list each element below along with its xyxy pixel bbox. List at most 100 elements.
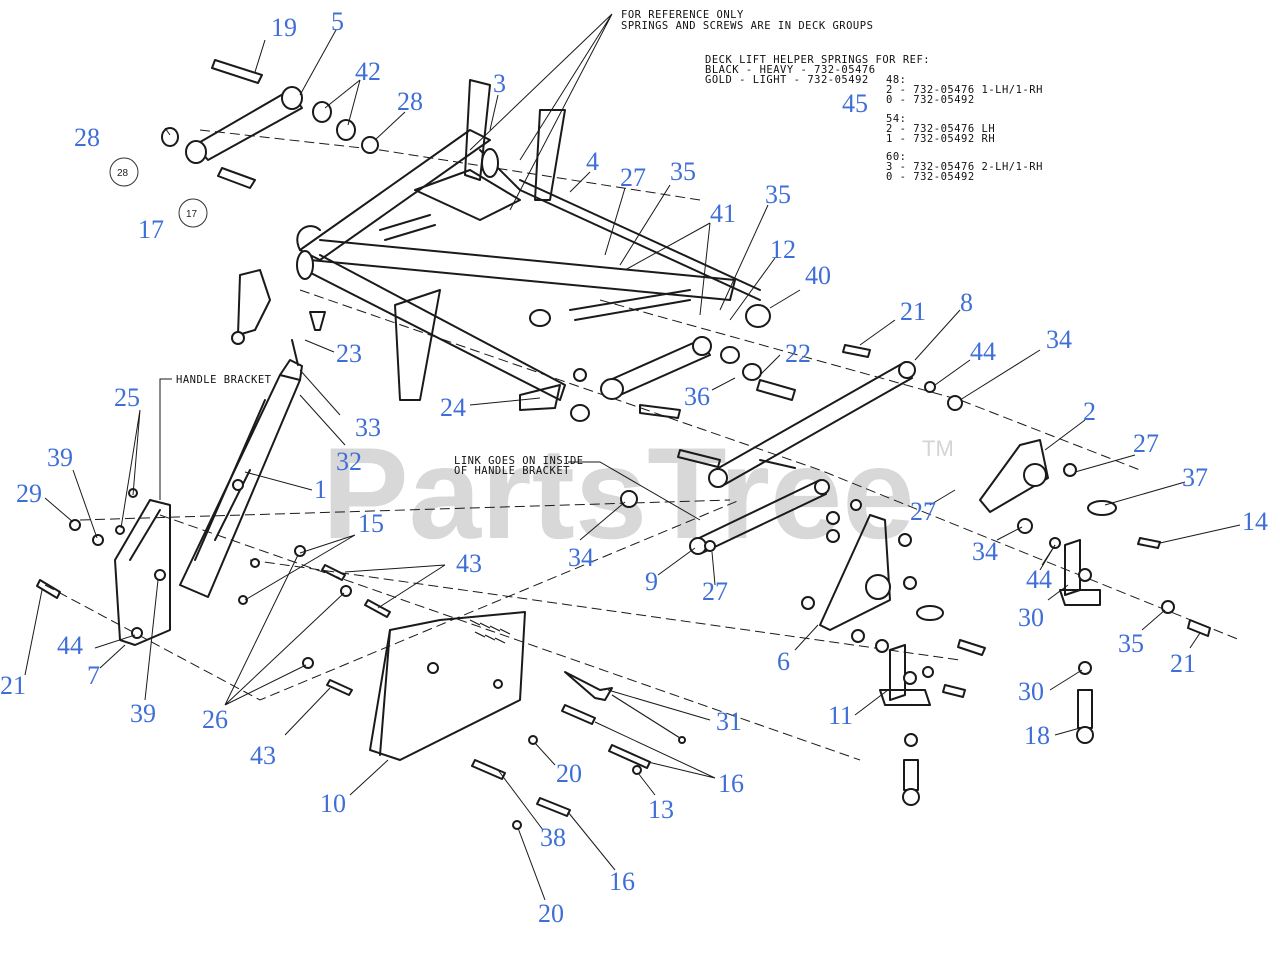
circled-ref-28: 28 <box>109 157 139 187</box>
callout-43a: 43 <box>456 549 482 578</box>
lift-shaft-assembly <box>231 79 761 411</box>
svg-text:OF HANDLE BRACKET: OF HANDLE BRACKET <box>454 465 570 477</box>
callout-4: 4 <box>586 147 599 176</box>
callout-1: 1 <box>314 475 327 504</box>
callout-34a: 34 <box>1046 325 1072 354</box>
link-arm-5 <box>161 59 379 189</box>
spring-table-7: 3 - 732-05476 2-LH/1-RH <box>886 161 1043 173</box>
circled-ref-17: 17 <box>178 198 208 228</box>
bracket-2 <box>979 439 1161 549</box>
handle-assembly <box>179 311 326 598</box>
note-line-2: SPRINGS AND SCREWS ARE IN DECK GROUPS <box>621 20 873 32</box>
callout-21b: 21 <box>1170 649 1196 678</box>
callout-13: 13 <box>648 795 674 824</box>
callout-6: 6 <box>777 647 790 676</box>
callout-32: 32 <box>336 447 362 476</box>
callout-39a: 39 <box>47 443 73 472</box>
helper-springs-gold: GOLD - LIGHT - 732-05492 <box>705 74 869 86</box>
callout-22: 22 <box>785 339 811 368</box>
callout-34b: 34 <box>972 537 998 566</box>
callout-35b: 35 <box>765 180 791 209</box>
callout-10: 10 <box>320 789 346 818</box>
callout-38: 38 <box>540 823 566 852</box>
spring-table-6: 60: <box>886 151 906 163</box>
callout-30b: 30 <box>1018 677 1044 706</box>
callout-3: 3 <box>493 69 506 98</box>
callout-36: 36 <box>684 382 710 411</box>
callout-45: 45 <box>842 89 868 118</box>
helper-springs-black: BLACK - HEAVY - 732-05476 <box>705 64 876 76</box>
svg-text:28: 28 <box>117 168 129 179</box>
lower-link <box>570 304 796 422</box>
spring-table-2: 0 - 732-05492 <box>886 94 975 106</box>
callout-16b: 16 <box>609 867 635 896</box>
svg-text:LINK GOES ON INSIDE: LINK GOES ON INSIDE <box>454 455 584 467</box>
callout-9: 9 <box>645 567 658 596</box>
callout-21c: 21 <box>0 671 26 700</box>
callout-20b: 20 <box>538 899 564 928</box>
callout-40: 40 <box>805 261 831 290</box>
handle-bracket-7 <box>36 488 171 646</box>
callout-18: 18 <box>1024 721 1050 750</box>
callout-28b: 28 <box>74 123 100 152</box>
callout-20a: 20 <box>556 759 582 788</box>
link-note: LINK GOES ON INSIDE OF HANDLE BRACKET <box>454 455 701 521</box>
callout-28a: 28 <box>397 87 423 116</box>
callout-labels: 19 5 42 3 28 28 4 27 35 17 41 35 12 40 4… <box>0 7 1268 928</box>
watermark: PartsTree <box>322 420 915 566</box>
callout-44c: 44 <box>57 631 83 660</box>
callout-31: 31 <box>716 707 742 736</box>
svg-text:17: 17 <box>186 209 198 220</box>
callout-24: 24 <box>440 393 466 422</box>
spring-table-0: 48: <box>886 74 906 86</box>
callout-12: 12 <box>770 235 796 264</box>
callout-7: 7 <box>87 661 100 690</box>
callout-5: 5 <box>331 7 344 36</box>
callout-27b: 27 <box>1133 429 1159 458</box>
callout-37: 37 <box>1182 463 1208 492</box>
callout-11: 11 <box>828 701 853 730</box>
handle-bracket-note: HANDLE BRACKET <box>159 374 272 500</box>
reference-note: FOR REFERENCE ONLY SPRINGS AND SCREWS AR… <box>469 9 873 211</box>
spring-table-3: 54: <box>886 113 906 125</box>
helper-springs-title: DECK LIFT HELPER SPRINGS FOR REF: <box>705 54 930 66</box>
callout-16a: 16 <box>718 769 744 798</box>
callout-26: 26 <box>202 705 228 734</box>
callout-23: 23 <box>336 339 362 368</box>
callout-8: 8 <box>960 288 973 317</box>
svg-text:HANDLE BRACKET: HANDLE BRACKET <box>176 374 272 386</box>
helper-springs-note: DECK LIFT HELPER SPRINGS FOR REF: BLACK … <box>705 54 1043 183</box>
spring-table-1: 2 - 732-05476 1-LH/1-RH <box>886 84 1043 96</box>
callout-27d: 27 <box>702 577 728 606</box>
callout-44a: 44 <box>970 337 996 366</box>
long-link-8 <box>677 344 963 488</box>
link-9 <box>620 479 830 555</box>
callout-44b: 44 <box>1026 565 1052 594</box>
callout-30a: 30 <box>1018 603 1044 632</box>
callout-29: 29 <box>16 479 42 508</box>
callout-19: 19 <box>271 13 297 42</box>
trademark: TM <box>922 436 954 461</box>
spring-table-5: 1 - 732-05492 RH <box>886 133 995 145</box>
callout-21a: 21 <box>900 297 926 326</box>
callout-27c: 27 <box>910 497 936 526</box>
cable-and-pins <box>471 671 686 830</box>
callout-33: 33 <box>355 413 381 442</box>
spring-table-8: 0 - 732-05492 <box>886 171 975 183</box>
plate-10 <box>369 611 526 761</box>
callout-35a: 35 <box>670 157 696 186</box>
callout-25: 25 <box>114 383 140 412</box>
callout-35c: 35 <box>1118 629 1144 658</box>
clevis-assemblies <box>879 539 1211 806</box>
callout-17: 17 <box>138 215 164 244</box>
callout-42: 42 <box>355 57 381 86</box>
callout-15: 15 <box>358 509 384 538</box>
callout-43b: 43 <box>250 741 276 770</box>
callout-14: 14 <box>1242 507 1268 536</box>
callout-41: 41 <box>710 199 736 228</box>
callout-39b: 39 <box>130 699 156 728</box>
callout-leaders <box>24 29 1241 901</box>
callout-34c: 34 <box>568 543 594 572</box>
bracket-6 <box>801 499 986 656</box>
